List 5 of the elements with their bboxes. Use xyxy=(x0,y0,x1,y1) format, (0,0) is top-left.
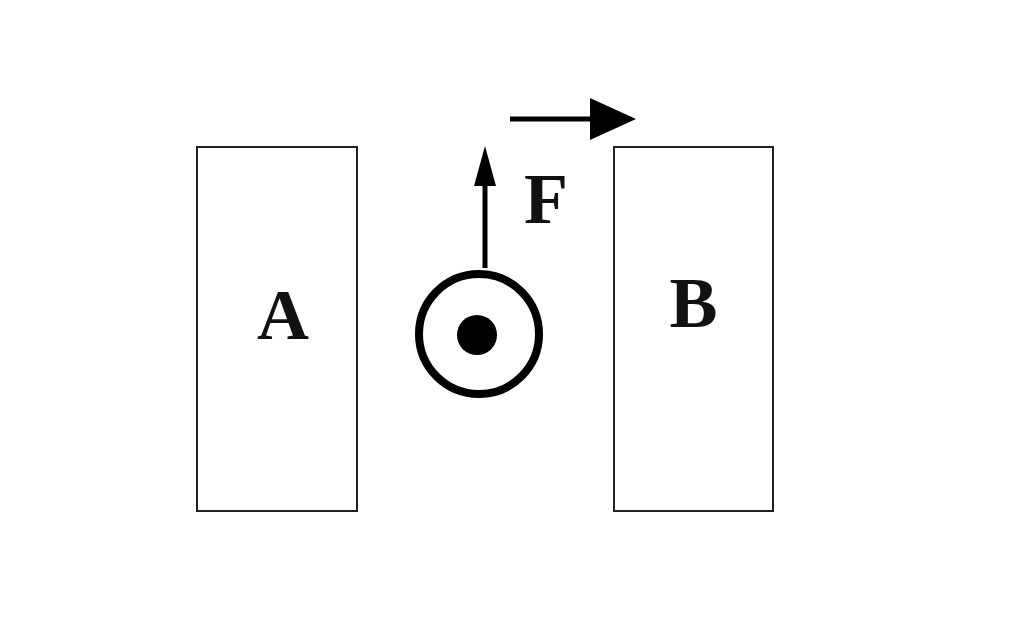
force-label: F xyxy=(524,163,568,235)
magnet-block xyxy=(196,146,358,512)
block-label: B xyxy=(669,267,718,339)
magnet-block xyxy=(613,146,774,512)
block-label: A xyxy=(257,279,309,351)
